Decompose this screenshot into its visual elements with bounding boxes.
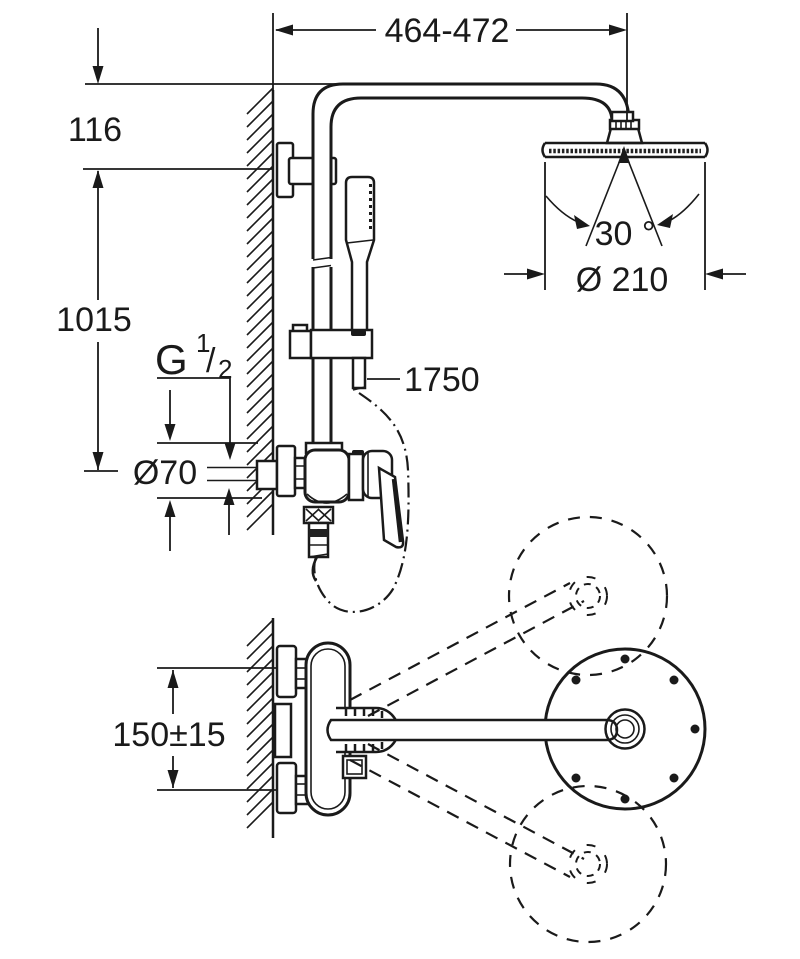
supply-stub [255,459,279,491]
thread-slash: / [206,342,216,380]
dim-supply-spacing: 150±15 [112,667,276,791]
lever-edge [391,478,404,543]
wall-escutcheon [275,444,297,498]
cartridge-ring [347,452,365,502]
shower-arm-plan [326,718,619,742]
dim-thread: G 1 / 2 [155,328,236,535]
joint-knurling [344,709,384,751]
hose-outlet-tube [351,356,367,390]
hand-shower-hose-phantom [313,392,410,613]
swivel-arm-phantom-up [349,582,585,717]
rail-break [309,259,335,267]
body-bottom-seam [306,493,348,504]
width-range-label: 464-472 [385,12,510,50]
thread-numerator: 1 [196,328,210,358]
head-circle-swivel-down [508,784,668,944]
supply-pipe [207,459,279,491]
holder-clamp [288,329,313,360]
hand-shower [344,175,376,335]
dim-wall-offset: 116 [68,28,122,149]
dim-width-range: 464-472 [275,12,628,122]
wall-offset-label: 116 [68,111,122,149]
nozzle-dots [571,654,700,804]
dim-escutcheon-diameter: Ø70 [133,390,262,551]
wall-hatching-plan [246,619,274,829]
escutcheon-diameter-label: Ø70 [133,454,197,492]
mixer-valve [275,441,405,582]
head-nut [610,110,635,123]
outlet-knurl-nut [302,505,335,525]
dim-swivel-angle: 30 ° [545,146,700,253]
lever-plan [341,754,368,780]
thread-denominator: 2 [218,354,232,384]
outlet-tube [307,521,330,559]
dim-head-diameter: Ø 210 [504,162,746,299]
valve-housing-plan [273,702,293,759]
rail-slider-holder [288,323,374,391]
handle-seat [351,330,366,336]
dim-rail-height: 1015 [56,170,132,472]
grip-seam [346,239,374,244]
swivel-angle-label: 30 ° [595,215,656,253]
head-diameter-label: Ø 210 [576,261,669,299]
swivel-arm-phantom-down [349,743,585,878]
mixer-body [303,448,351,504]
hand-shower-grip [344,175,376,335]
wall-plan [246,618,275,838]
side-view: 30 ° Ø 210 464-472 116 [56,12,746,613]
thread-prefix: G [155,336,188,383]
plan-view: 150±15 [112,515,707,944]
head-circle-swivel-up [507,515,669,677]
head-center-rings [604,708,646,750]
rail-height-label: 1015 [56,301,132,339]
hose-length-label: 1750 [404,361,480,399]
dim-hose-length: 1750 [367,361,480,399]
supply-spacing-label: 150±15 [112,716,225,754]
head-pipe [311,82,631,185]
wall-side [246,13,275,535]
